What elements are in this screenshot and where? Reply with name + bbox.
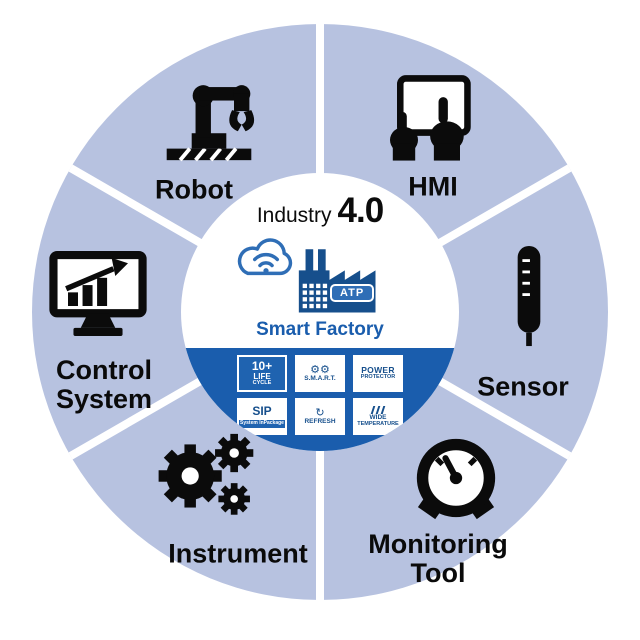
badge-sip: SIP System InPackage <box>237 398 287 435</box>
badge-smart: ⚙⚙ S.M.A.R.T. <box>295 355 345 392</box>
smart-factory-label: Smart Factory <box>256 319 384 340</box>
feature-badges-grid: 10+ LIFE CYCLE ⚙⚙ S.M.A.R.T. POWER PROTE… <box>234 355 406 435</box>
refresh-glyph-icon: ↻ <box>315 406 325 419</box>
badge-power-line1: POWER <box>361 365 395 376</box>
badge-sip-line2: System InPackage <box>239 419 285 428</box>
badge-wide-temperature: WIDE TEMPERATURE <box>353 398 403 435</box>
badge-power-protector: POWER PROTECTOR <box>353 355 403 392</box>
segment-label-control-system: Control System <box>55 354 153 414</box>
segment-label-sensor: Sensor <box>477 371 569 402</box>
inner-circle: Industry 4.0 ATP Smart <box>181 173 459 451</box>
segment-label-monitoring-tool: Monitoring Tool <box>368 528 508 588</box>
badge-long-life-line1: 10+ <box>251 359 273 374</box>
robot-arm-icon <box>150 64 268 164</box>
industry-title-prefix: Industry <box>256 204 332 227</box>
badge-power-line2: PROTECTOR <box>360 374 396 381</box>
badge-refresh: ↻ REFRESH <box>295 398 345 435</box>
segment-divider <box>316 24 324 312</box>
feature-band: 10+ LIFE CYCLE ⚙⚙ S.M.A.R.T. POWER PROTE… <box>181 348 459 451</box>
badge-smart-label: S.M.A.R.T. <box>304 374 336 382</box>
badge-refresh-label: REFRESH <box>304 417 336 425</box>
thermometer-icon <box>512 244 546 348</box>
atp-badge: ATP <box>330 284 375 302</box>
badge-long-life: 10+ LIFE CYCLE <box>237 355 287 392</box>
segment-label-hmi: HMI <box>408 171 458 202</box>
badge-long-life-line2: LIFE <box>253 371 271 381</box>
monitor-chart-icon <box>48 250 148 342</box>
industry-title-version: 4.0 <box>337 191 385 230</box>
badge-wide-line1: WIDE <box>369 413 387 421</box>
segment-label-instrument: Instrument <box>168 538 308 569</box>
hmi-tablet-icon <box>376 72 488 167</box>
factory-icon <box>295 243 387 313</box>
gears-icon <box>150 428 260 523</box>
badge-sip-line1: SIP <box>252 404 272 419</box>
gauge-icon <box>412 434 500 522</box>
gears-glyph-icon: ⚙⚙ <box>310 363 330 376</box>
cloud-wifi-icon <box>227 229 305 283</box>
segment-label-robot: Robot <box>155 174 233 205</box>
badge-wide-line2: TEMPERATURE <box>357 420 399 427</box>
industry-title: Industry 4.0 <box>181 191 459 231</box>
badge-long-life-line3: CYCLE <box>252 380 272 387</box>
thermometer-bars-icon <box>370 405 386 414</box>
